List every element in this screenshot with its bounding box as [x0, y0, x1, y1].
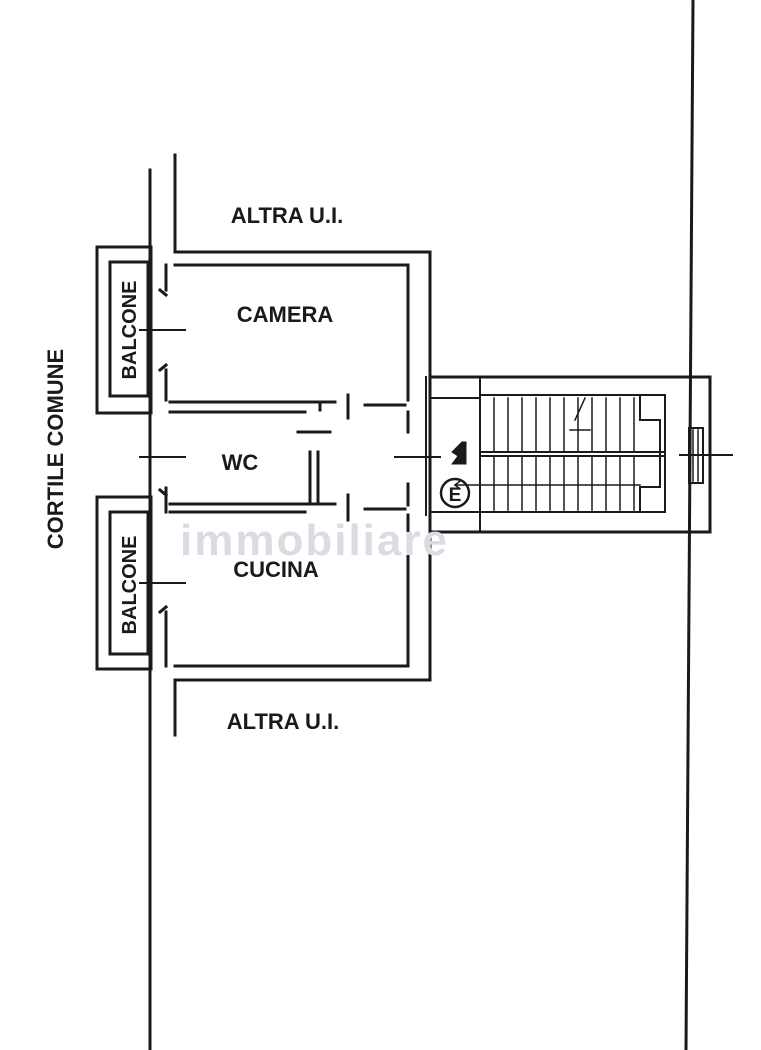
stair-treads-lower: [493, 455, 635, 511]
label-altra-ui-top: ALTRA U.I.: [231, 203, 343, 228]
label-balcone-top: BALCONE: [119, 281, 141, 380]
label-cucina: CUCINA: [233, 557, 319, 582]
label-entrance: E: [449, 485, 462, 506]
label-wc: WC: [222, 450, 259, 475]
stairwell: [425, 375, 733, 534]
apartment-walls: [157, 250, 432, 682]
label-balcone-bottom: BALCONE: [119, 536, 141, 635]
watermark: immobiliare: [180, 516, 449, 565]
outer-wall-right: [684, 0, 695, 1050]
stair-treads-upper: [493, 397, 635, 453]
window-ticks: [139, 329, 441, 584]
label-camera: CAMERA: [237, 302, 334, 327]
label-altra-ui-bottom: ALTRA U.I.: [227, 709, 339, 734]
label-cortile-comune: CORTILE COMUNE: [43, 349, 68, 549]
outer-wall-left: [148, 153, 177, 1050]
entrance-marker: [439, 441, 471, 509]
